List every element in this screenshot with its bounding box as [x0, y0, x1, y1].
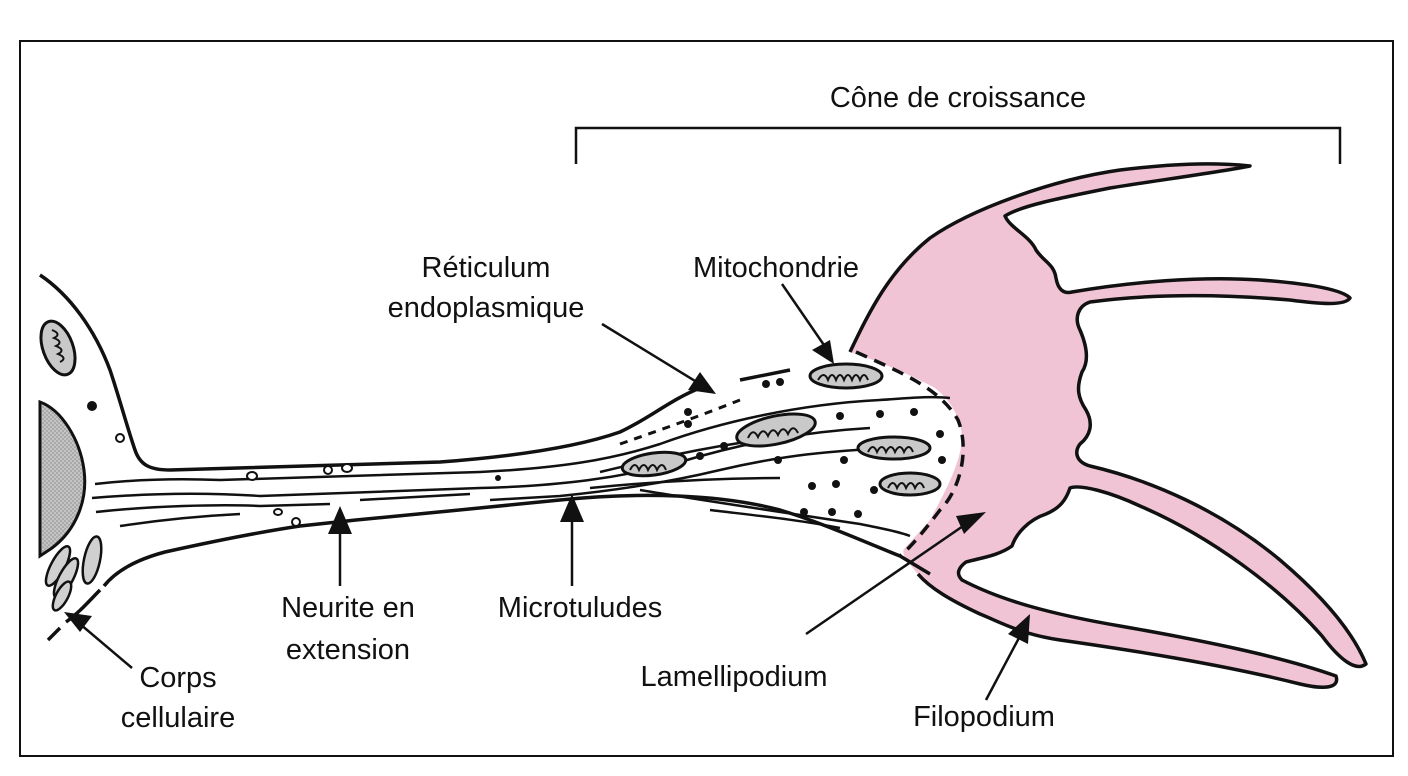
- filopodium-arrow: [984, 614, 1030, 701]
- label-reticulum-1: Réticulum: [422, 252, 551, 284]
- label-neurite-1: Neurite en: [281, 592, 415, 624]
- lamellipodium-arrow: [805, 512, 986, 636]
- label-reticulum-2: endoplasmique: [388, 292, 585, 324]
- growth-cone-outline: [848, 162, 1368, 690]
- neurite-upper-dash: [739, 368, 791, 382]
- mitochondrion: [856, 435, 932, 461]
- mitochondrion: [808, 362, 884, 390]
- growth-cone-body: [850, 163, 1366, 688]
- vesicle-circles: [115, 433, 353, 527]
- label-filopodium: Filopodium: [913, 701, 1055, 733]
- cone-dashed-boundary: [855, 350, 965, 558]
- reticulum-arrow: [601, 322, 716, 394]
- growth-cone-bracket: [574, 126, 1342, 164]
- mitochondrion-arrow: [780, 283, 834, 364]
- label-mitochondrion: Mitochondrie: [693, 252, 859, 284]
- vesicle-dots: [87, 378, 946, 518]
- cell-body-arrow: [64, 612, 133, 669]
- neurite-upper-outline: [39, 273, 701, 472]
- neurite-lower-outline: [46, 588, 102, 642]
- er-dashed-line: [619, 398, 741, 446]
- arrows: [64, 283, 1030, 701]
- microtubules: [91, 395, 951, 538]
- nucleus: [38, 399, 87, 559]
- mitochondrion: [620, 450, 688, 478]
- mitochondria: [39, 319, 942, 497]
- mitochondrion: [878, 471, 942, 497]
- figure-border: [19, 40, 1394, 757]
- golgi-stacks: [44, 535, 103, 612]
- label-microtubules: Microtuludes: [498, 592, 662, 624]
- label-lamellipodium: Lamellipodium: [641, 661, 828, 693]
- label-cell-body-2: cellulaire: [121, 702, 235, 734]
- label-neurite-2: extension: [286, 634, 410, 666]
- label-cell-body-1: Corps: [139, 662, 216, 694]
- neurite-arrow: [328, 506, 352, 586]
- label-growth-cone: Cône de croissance: [830, 82, 1086, 114]
- microtubules-arrow: [560, 494, 584, 586]
- mitochondrion: [39, 319, 77, 377]
- mitochondrion: [735, 412, 817, 448]
